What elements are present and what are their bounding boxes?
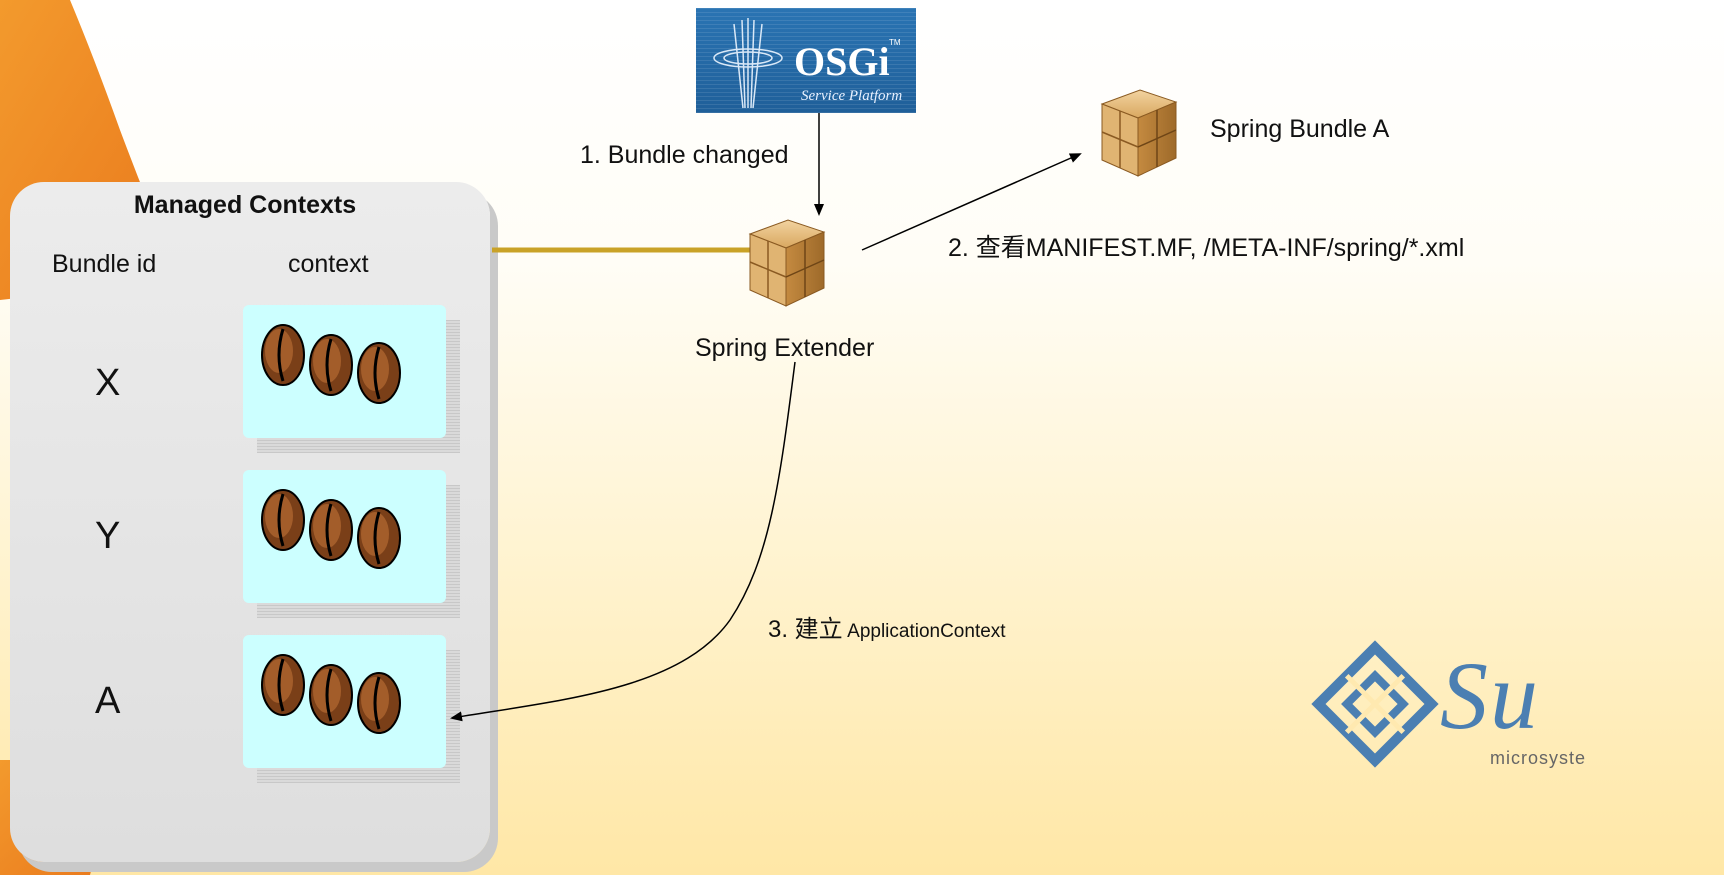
- sun-logo-mark-icon: [1311, 640, 1439, 768]
- arrow-inspect-manifest: [861, 153, 1082, 251]
- step3-suffix: ApplicationContext: [847, 621, 1006, 642]
- bundle-id-x: X: [95, 362, 121, 404]
- spring-bundle-a-box-icon: [1101, 89, 1177, 177]
- spring-bundle-a-label: Spring Bundle A: [1210, 115, 1390, 143]
- step2-label: 2. 查看MANIFEST.MF, /META-INF/spring/*.xml: [948, 234, 1465, 262]
- osgi-trademark: TM: [889, 38, 901, 47]
- beans-icon-y: [262, 490, 400, 568]
- sun-logo-wordmark: Su: [1440, 642, 1540, 749]
- osgi-antenna-icon: [713, 18, 783, 109]
- step1-label: 1. Bundle changed: [580, 141, 789, 169]
- bundle-id-y: Y: [95, 515, 121, 557]
- beans-icon-x: [262, 325, 400, 403]
- managed-contexts-title: Managed Contexts: [133, 191, 357, 219]
- step3-prefix: 3. 建立: [768, 616, 843, 643]
- sun-logo-subtext: microsyste: [1490, 748, 1587, 768]
- context-header: context: [288, 250, 369, 278]
- bundle-id-header: Bundle id: [52, 250, 157, 278]
- osgi-subtitle: Service Platform: [801, 88, 903, 104]
- spring-extender-box-icon: [749, 219, 825, 307]
- bundle-id-a: A: [95, 680, 121, 722]
- beans-icon-a: [262, 655, 400, 733]
- arrow-create-app-context: [450, 361, 796, 722]
- osgi-logo: OSGi TM Service Platform: [696, 8, 916, 113]
- osgi-wordmark: OSGi: [794, 39, 890, 84]
- step3-label: 3. 建立 ApplicationContext: [768, 609, 1006, 644]
- spring-extender-label: Spring Extender: [695, 334, 875, 362]
